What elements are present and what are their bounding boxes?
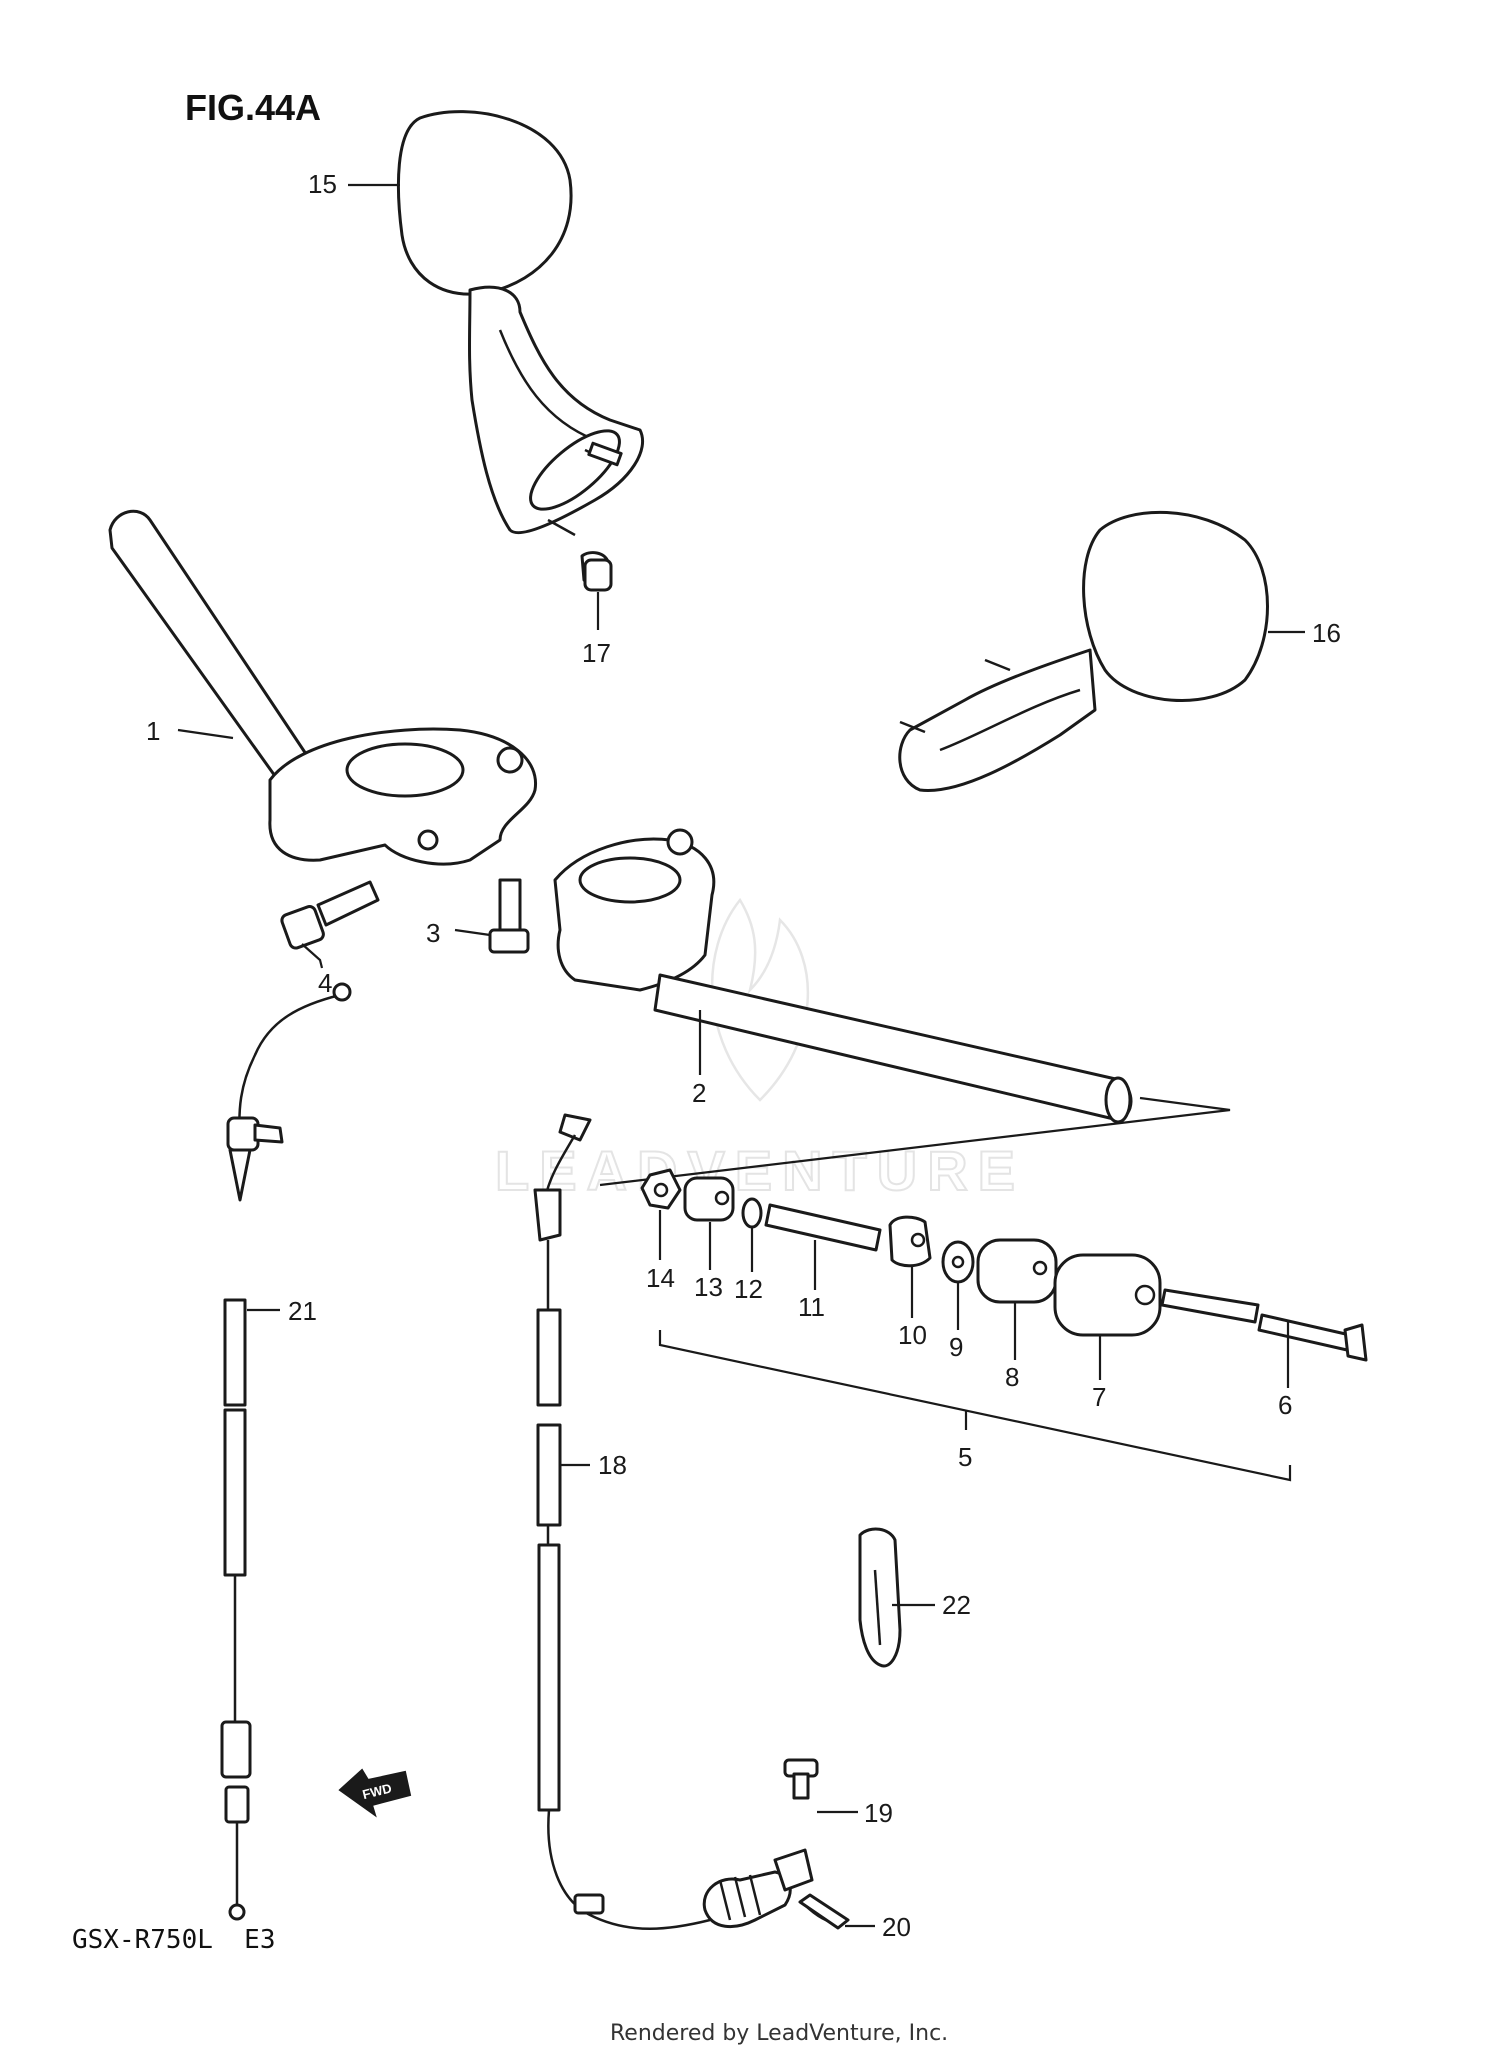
part-10-bushing[interactable] bbox=[888, 1215, 932, 1268]
callout-18: 18 bbox=[598, 1450, 627, 1480]
watermark: LEADVENTURE bbox=[494, 897, 1025, 1203]
part-4-bolt[interactable] bbox=[280, 880, 380, 950]
callout-15: 15 bbox=[308, 169, 337, 199]
watermark-text: LEADVENTURE bbox=[495, 1139, 1025, 1202]
callout-9: 9 bbox=[949, 1332, 963, 1362]
figure-title: FIG.44A bbox=[185, 87, 321, 128]
leader-lines bbox=[177, 183, 1305, 1928]
part-9-washer[interactable] bbox=[941, 1240, 975, 1284]
fwd-label: FWD bbox=[361, 1780, 393, 1802]
part-6-screw[interactable] bbox=[1160, 1288, 1368, 1362]
part-3-bolt[interactable] bbox=[488, 878, 530, 954]
callout-19: 19 bbox=[864, 1798, 893, 1828]
callout-6: 6 bbox=[1278, 1390, 1292, 1420]
part-8-weight[interactable] bbox=[976, 1238, 1058, 1304]
callout-3: 3 bbox=[426, 918, 440, 948]
callouts: 15 16 17 1 4 3 2 14 13 12 11 10 9 8 7 6 … bbox=[146, 169, 1341, 1942]
part-12-washer[interactable] bbox=[741, 1197, 763, 1229]
footer-credit: Rendered by LeadVenture, Inc. bbox=[610, 2021, 948, 2046]
part-11-rod[interactable] bbox=[764, 1203, 882, 1252]
part-20-cotter-pin[interactable] bbox=[798, 1893, 850, 1930]
callout-13: 13 bbox=[694, 1272, 723, 1302]
part-13-spacer[interactable] bbox=[683, 1176, 735, 1222]
callout-11: 11 bbox=[798, 1292, 825, 1322]
assembly-bracket-5 bbox=[658, 1330, 1292, 1482]
part-21-clutch-cable[interactable] bbox=[220, 982, 352, 1921]
callout-20: 20 bbox=[882, 1912, 911, 1942]
callout-10: 10 bbox=[898, 1320, 927, 1350]
callout-22: 22 bbox=[942, 1590, 971, 1620]
part-19-pin[interactable] bbox=[783, 1758, 819, 1800]
part-2-right-handlebar[interactable] bbox=[553, 828, 1133, 1124]
part-7-end-weight[interactable] bbox=[1053, 1253, 1162, 1337]
callout-7: 7 bbox=[1092, 1382, 1106, 1412]
part-14-nut[interactable] bbox=[640, 1168, 682, 1210]
part-16-right-mirror[interactable] bbox=[898, 510, 1269, 792]
callout-21: 21 bbox=[288, 1296, 317, 1326]
part-15-left-mirror[interactable] bbox=[396, 110, 645, 586]
model-code: GSX-R750L E3 bbox=[72, 1925, 276, 1955]
fwd-arrow-icon: FWD bbox=[338, 1768, 412, 1818]
callout-12: 12 bbox=[734, 1274, 763, 1304]
assembly-projection-lines bbox=[599, 1096, 1231, 1187]
callout-16: 16 bbox=[1312, 618, 1341, 648]
callout-5: 5 bbox=[958, 1442, 972, 1472]
callout-1: 1 bbox=[146, 716, 160, 746]
callout-2: 2 bbox=[692, 1078, 706, 1108]
callout-14: 14 bbox=[646, 1263, 675, 1293]
part-22-clip[interactable] bbox=[858, 1527, 902, 1668]
part-18-cable[interactable] bbox=[533, 1113, 814, 1930]
callout-8: 8 bbox=[1005, 1362, 1019, 1392]
part-1-left-handlebar[interactable] bbox=[108, 509, 538, 866]
part-17-screw[interactable] bbox=[583, 558, 613, 592]
callout-17: 17 bbox=[582, 638, 611, 668]
callout-4: 4 bbox=[318, 968, 332, 998]
